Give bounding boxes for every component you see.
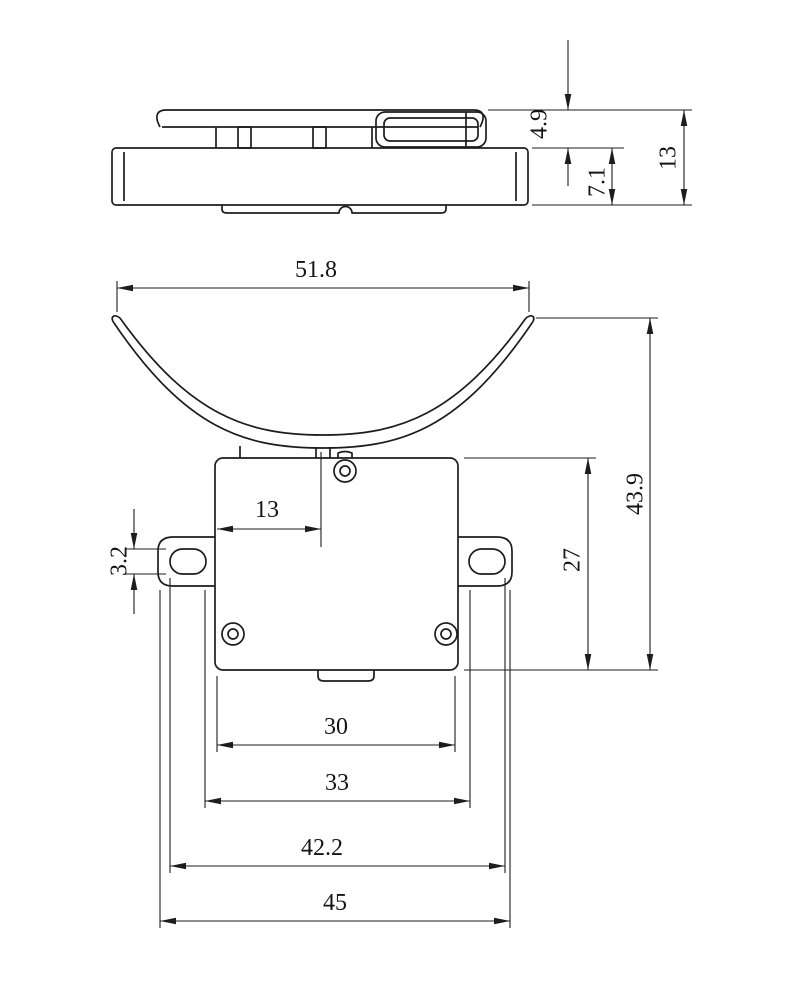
dim-label-hole-offset: 13 bbox=[255, 497, 279, 523]
dim-label-side-overall: 13 bbox=[656, 146, 682, 170]
dim-label-body-width: 30 bbox=[324, 714, 348, 740]
dim-label-slot-height: 3.2 bbox=[107, 546, 133, 576]
left-mounting-slot bbox=[169, 548, 207, 575]
dim-label-overall-height: 43.9 bbox=[623, 473, 649, 515]
right-mounting-slot bbox=[468, 548, 506, 575]
saddle-right-tip bbox=[525, 315, 535, 324]
dim-label-slot-outer-span: 42.2 bbox=[301, 835, 343, 861]
dim-label-body-height: 27 bbox=[560, 548, 586, 572]
saddle-inner-arc bbox=[119, 317, 527, 436]
saddle-outer-arc bbox=[113, 322, 533, 449]
bottom-left-screw-boss-inner bbox=[227, 628, 239, 640]
clip-top-bar bbox=[156, 109, 484, 128]
dim-label-saddle-width: 51.8 bbox=[295, 257, 337, 283]
dim-label-base-height: 7.1 bbox=[585, 167, 611, 197]
right-ear-outline bbox=[458, 536, 513, 587]
top-screw-boss-inner bbox=[339, 465, 351, 477]
base-plate-outline bbox=[111, 147, 529, 206]
dim-label-clip-height: 4.9 bbox=[527, 109, 553, 139]
dim-label-overall-width: 45 bbox=[323, 890, 347, 916]
bottom-right-screw-boss-outer bbox=[434, 622, 458, 646]
side-view-dimensions: 4.9 7.1 13 bbox=[488, 40, 692, 206]
latch-block-outer bbox=[375, 111, 487, 148]
top-boss-tab bbox=[337, 450, 353, 458]
base-plate-bottom-tab bbox=[221, 205, 447, 214]
front-view-dimensions: 51.8 43.9 27 13 3.2 30 33 42.2 bbox=[107, 257, 658, 928]
body-outline bbox=[214, 457, 459, 671]
bottom-left-screw-boss-outer bbox=[221, 622, 245, 646]
side-view bbox=[111, 109, 529, 214]
top-screw-boss-outer bbox=[333, 459, 357, 483]
bottom-right-screw-boss-inner bbox=[440, 628, 452, 640]
clip-foot-left bbox=[237, 126, 252, 149]
latch-block-inner bbox=[383, 117, 479, 142]
front-view bbox=[111, 315, 535, 682]
left-ear-outline bbox=[157, 536, 215, 587]
saddle-left-tip bbox=[111, 315, 121, 324]
clip-foot-right bbox=[312, 126, 327, 149]
bottom-tab bbox=[317, 670, 375, 682]
dim-label-boss-span: 33 bbox=[325, 770, 349, 796]
